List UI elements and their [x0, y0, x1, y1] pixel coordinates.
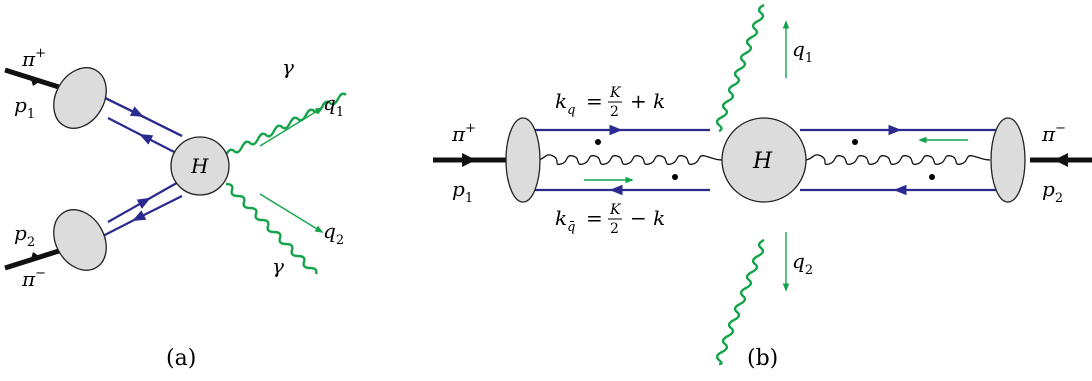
- label-gamma-bottom-a: γ: [272, 254, 284, 278]
- svg-text:kq̄: kq̄: [555, 206, 575, 235]
- label-q2-b: q2: [792, 249, 813, 278]
- pi-minus-arrow-b: [1054, 153, 1068, 167]
- svg-text:K: K: [609, 202, 622, 218]
- label-kqbar-b: kq̄ = K 2 − k: [555, 202, 665, 237]
- quark-line-a1-path: [94, 92, 183, 137]
- photon-bottom-a: [225, 182, 318, 275]
- pion-blob-right-b: [990, 117, 1026, 203]
- label-H-a: H: [190, 154, 209, 178]
- label-q1-b: q1: [792, 37, 813, 66]
- gluon-line-right-b: [804, 154, 991, 166]
- label-pi-plus-a: π+: [21, 46, 46, 71]
- label-H-b: H: [752, 149, 773, 174]
- gluon-line-left-b: [536, 154, 723, 166]
- label-pi-minus-a: π−: [21, 266, 46, 291]
- label-p2-a: p2: [14, 221, 35, 250]
- label-p2-b: p2: [1042, 177, 1063, 206]
- quark-line-a3: [107, 179, 183, 223]
- dot-1-b: [595, 139, 601, 145]
- label-q2-a: q2: [323, 219, 344, 248]
- photon-top-a: [224, 92, 347, 156]
- svg-text:=: =: [586, 89, 603, 113]
- quark-line-a4: [94, 195, 183, 241]
- label-gamma-top-a: γ: [282, 55, 294, 79]
- caption-a: (a): [166, 346, 196, 371]
- hard-scattering-blob-b: [721, 117, 807, 203]
- svg-text:− k: − k: [630, 206, 665, 230]
- svg-text:K: K: [609, 85, 622, 101]
- label-kq-b: kq = K 2 + k: [555, 85, 665, 120]
- label-p1-a: p1: [14, 93, 35, 122]
- svg-text:2: 2: [610, 221, 619, 237]
- svg-text:2: 2: [610, 104, 619, 120]
- dot-4-b: [929, 174, 935, 180]
- pi-plus-arrow-a: [30, 76, 42, 86]
- photon-top-b: [715, 3, 765, 133]
- pion-blob-left-b: [505, 117, 541, 203]
- photon-bottom-b: [715, 238, 765, 366]
- panel-b: π+ p1 π− p2 H q1 q2 kq = K 2 + k kq̄ = K…: [433, 3, 1092, 371]
- quark-line-a2: [107, 117, 183, 157]
- svg-text:=: =: [586, 206, 603, 230]
- label-pi-minus-b: π−: [1041, 121, 1066, 146]
- pion-blob-top-a: [53, 67, 107, 129]
- q1-momentum-arrow-a: [259, 107, 324, 147]
- dot-3-b: [852, 139, 858, 145]
- label-q1-a: q1: [323, 91, 344, 120]
- caption-b: (b): [747, 346, 778, 371]
- pi-minus-arrow-a: [30, 252, 42, 262]
- dot-2-b: [672, 174, 678, 180]
- svg-text:+ k: + k: [630, 89, 665, 113]
- label-pi-plus-b: π+: [451, 121, 476, 146]
- hard-scattering-blob-a: [170, 136, 230, 196]
- q2-momentum-arrow-a: [259, 193, 324, 233]
- pion-blob-bottom-a: [53, 209, 107, 271]
- pi-plus-arrow-b: [462, 153, 476, 167]
- svg-text:kq: kq: [555, 89, 575, 118]
- label-p1-b: p1: [452, 177, 473, 206]
- panel-a: π+ p1 p2 π− H γ γ q1 q2 (a): [4, 46, 347, 371]
